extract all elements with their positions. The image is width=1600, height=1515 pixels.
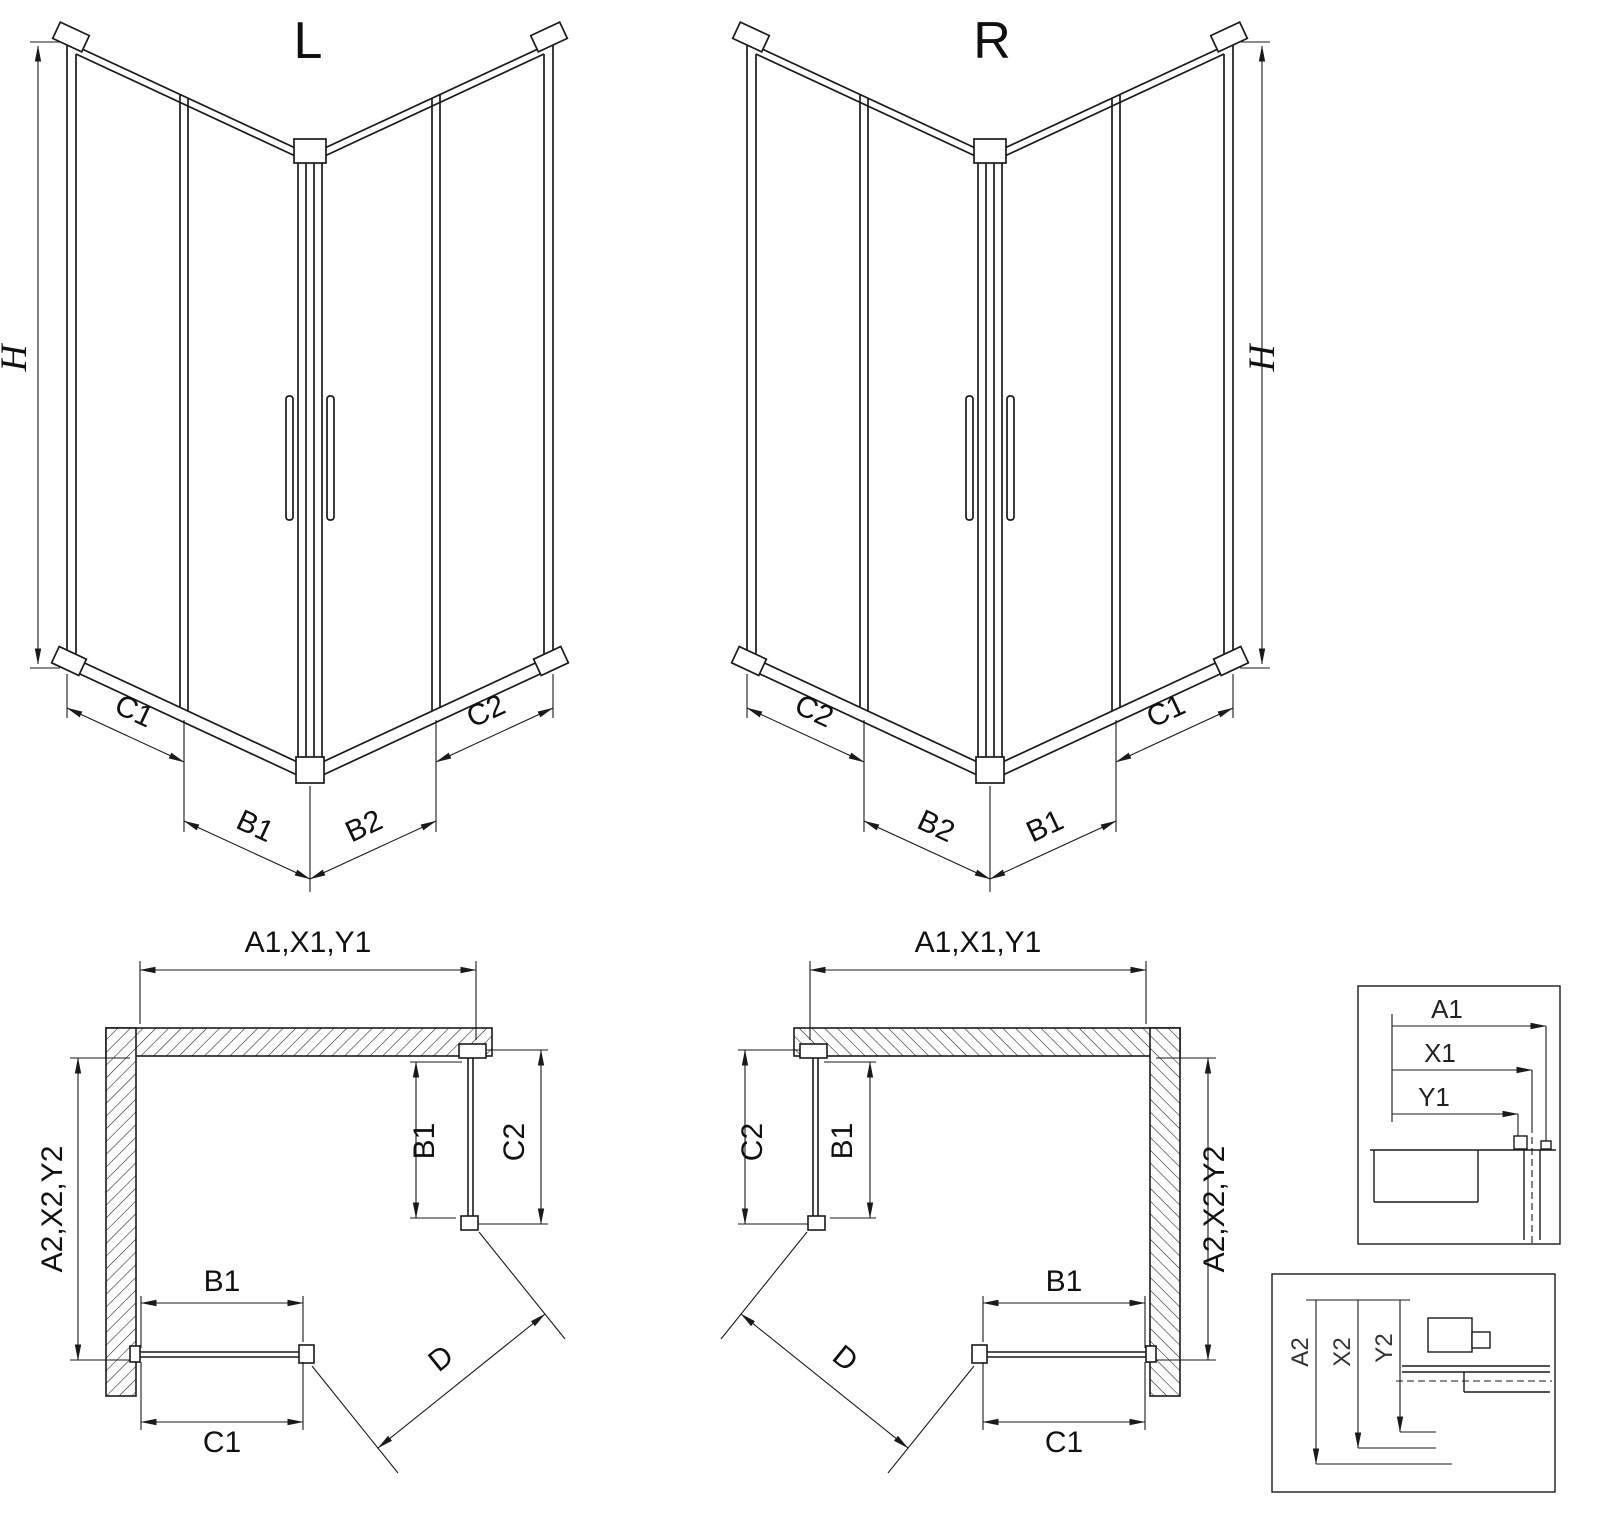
dim-label-diagonal: D: [422, 1339, 460, 1378]
dim-label-a2: A2: [1287, 1337, 1314, 1366]
detail-box-widths-labels: A1 X1 Y1: [1418, 994, 1463, 1112]
dim-label-c2: C2: [462, 688, 511, 734]
dim-label-diagonal: D: [826, 1339, 864, 1378]
dim-label-h: H: [0, 342, 35, 372]
dim-label-depth-side: A2,X2,Y2: [1198, 1146, 1231, 1273]
dim-label-h: H: [1242, 342, 1283, 372]
variant-label-right: R: [973, 12, 1011, 70]
dim-label-b1-side: B1: [408, 1123, 441, 1160]
dim-label-width-top: A1,X1,Y1: [915, 926, 1042, 959]
dim-label-b2: B2: [912, 804, 959, 849]
dim-label-c2-side: C2: [498, 1123, 531, 1161]
dim-label-b1-bottom: B1: [1046, 1265, 1083, 1298]
dim-label-c1-bottom: C1: [1045, 1426, 1083, 1459]
iso-view-right: R H C2 B2 B1 C1: [732, 12, 1283, 892]
iso-view-left: L H C1 B1 B2 C2: [0, 12, 568, 892]
dim-label-width-top: A1,X1,Y1: [245, 926, 372, 959]
dim-label-y1: Y1: [1418, 1082, 1450, 1112]
dim-label-x1: X1: [1424, 1038, 1456, 1068]
detail-box-depths: A2 X2 Y2: [1271, 1273, 1556, 1493]
dim-label-b1-side: B1: [826, 1123, 859, 1160]
dim-label-b1: B1: [231, 804, 278, 849]
dim-label-c1-bottom: C1: [203, 1426, 241, 1459]
dim-label-c2-side: C2: [736, 1123, 769, 1161]
plan-view-left-labels: A1,X1,Y1 A2,X2,Y2 B1 C2 B1 C1 D: [36, 926, 531, 1459]
dim-label-b1-bottom: B1: [204, 1265, 241, 1298]
detail-box-depths-labels: A2 X2 Y2: [1287, 1333, 1398, 1366]
dim-label-c2: C2: [790, 688, 839, 734]
variant-label-left: L: [294, 12, 323, 70]
dim-label-b1: B1: [1021, 804, 1068, 849]
dim-label-b2: B2: [340, 804, 387, 849]
plan-view-right-labels: A1,X1,Y1 A2,X2,Y2 B1 C2 B1 C1 D: [736, 926, 1231, 1459]
dim-label-depth-side: A2,X2,Y2: [36, 1146, 69, 1273]
plan-view-right: A1,X1,Y1 A2,X2,Y2 B1 C2 B1 C1 D: [721, 926, 1231, 1473]
dim-label-c1: C1: [110, 688, 159, 734]
dim-label-x2: X2: [1329, 1337, 1356, 1366]
dim-label-c1: C1: [1142, 688, 1191, 734]
plan-view-left: A1,X1,Y1 A2,X2,Y2 B1 C2 B1 C1 D: [36, 926, 565, 1473]
dim-label-y2: Y2: [1371, 1333, 1398, 1362]
detail-box-widths: A1 X1 Y1: [1357, 985, 1561, 1245]
dim-label-a1: A1: [1431, 994, 1463, 1024]
